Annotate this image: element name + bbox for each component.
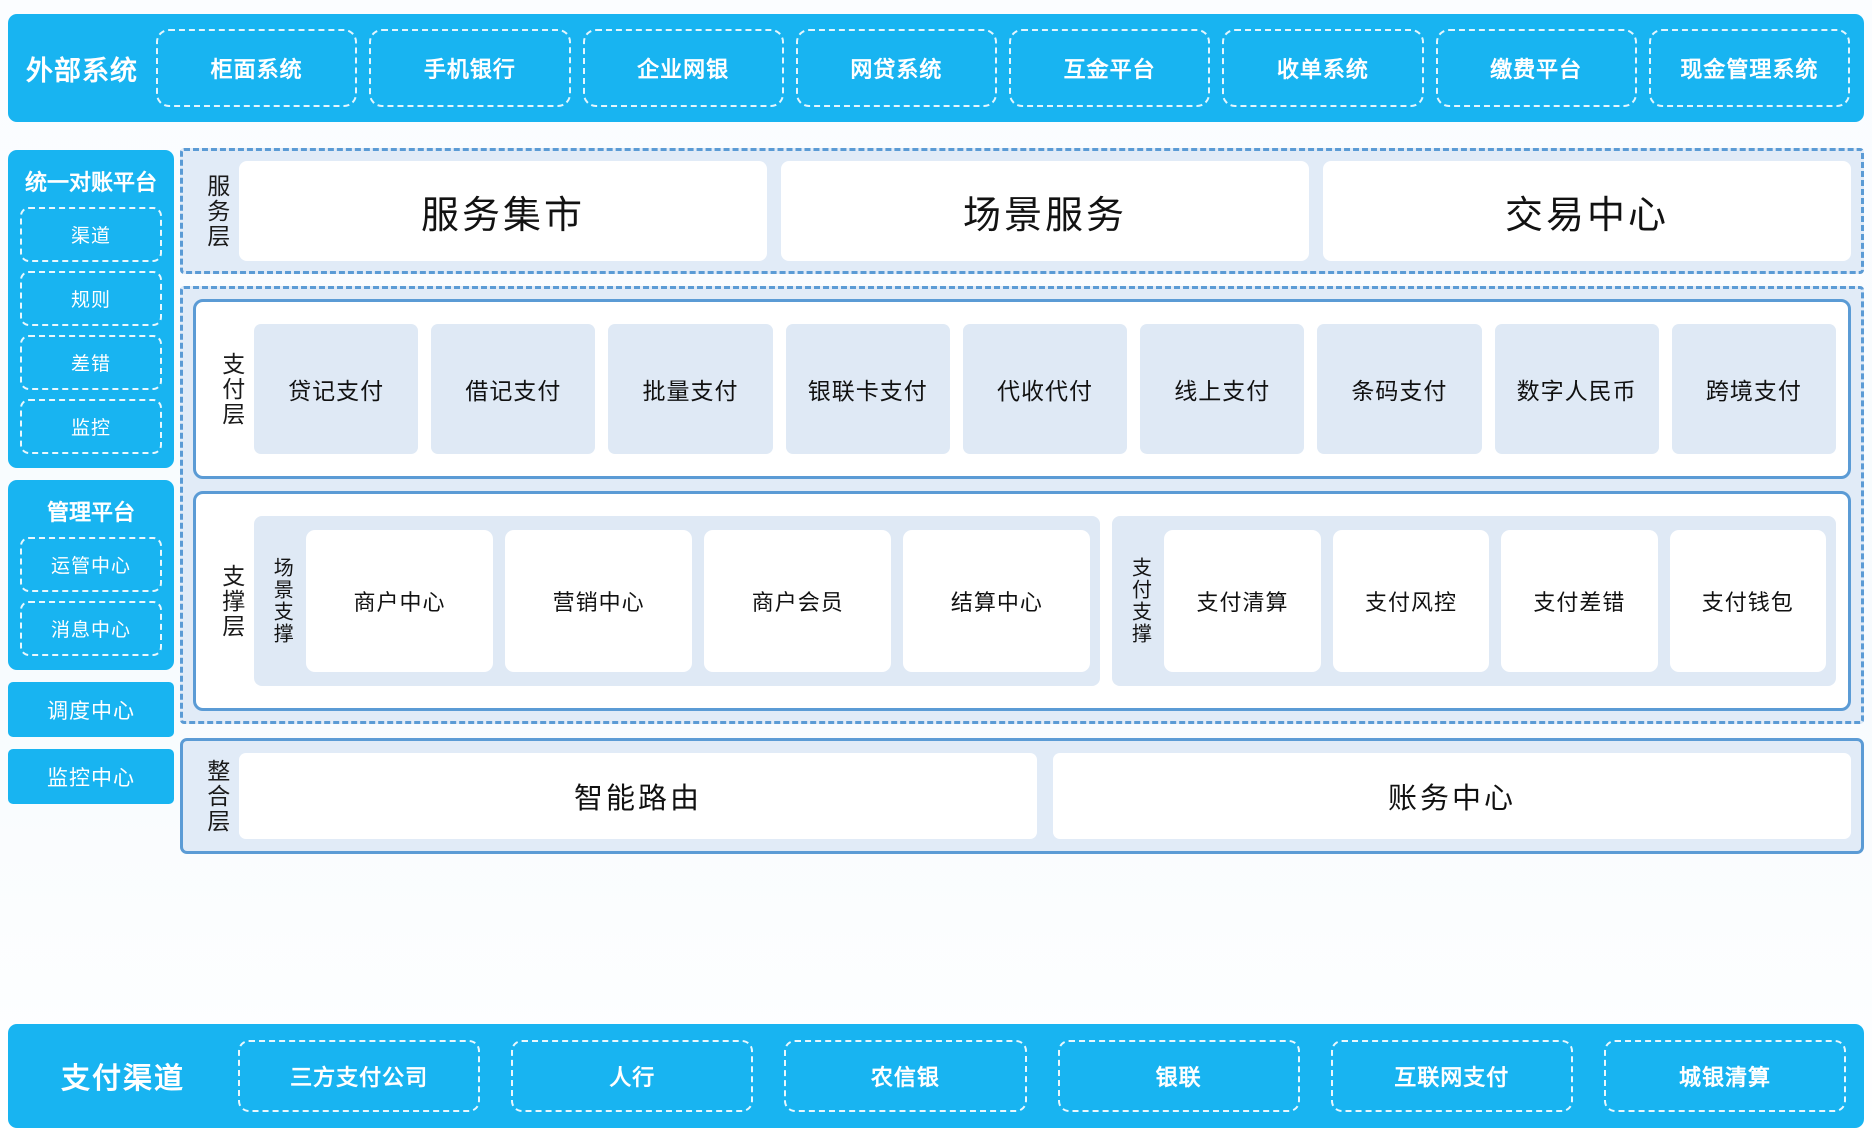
payment-support-cards: 支付清算 支付风控 支付差错 支付钱包: [1156, 524, 1826, 678]
payment-channels-list: 三方支付公司 人行 农信银 银联 互联网支付 城银清算: [238, 1040, 1847, 1112]
external-system-chip[interactable]: 企业网银: [582, 29, 784, 107]
support-card-marketing-center[interactable]: 营销中心: [505, 530, 693, 672]
payment-layer-cards: 贷记支付 借记支付 批量支付 银联卡支付 代收代付 线上支付 条码支付 数字人民…: [254, 312, 1836, 466]
scenario-support-group: 场景支撑 商户中心 营销中心 商户会员 结算中心: [254, 516, 1101, 686]
payment-card-online[interactable]: 线上支付: [1140, 324, 1305, 454]
support-card-settlement-center[interactable]: 结算中心: [903, 530, 1091, 672]
scenario-support-cards: 商户中心 营销中心 商户会员 结算中心: [298, 524, 1091, 678]
support-card-payment-error[interactable]: 支付差错: [1501, 530, 1658, 672]
payment-card-credit[interactable]: 贷记支付: [254, 324, 419, 454]
payment-card-barcode[interactable]: 条码支付: [1317, 324, 1482, 454]
external-system-chip[interactable]: 网贷系统: [795, 29, 997, 107]
support-card-merchant-member[interactable]: 商户会员: [704, 530, 892, 672]
sidebar-item-monitor[interactable]: 监控: [20, 399, 162, 454]
payment-support-group: 支付支撑 支付清算 支付风控 支付差错 支付钱包: [1112, 516, 1836, 686]
payment-channel-chip[interactable]: 人行: [511, 1040, 754, 1112]
payment-card-crossborder[interactable]: 跨境支付: [1671, 324, 1836, 454]
payment-support-label: 支付支撑: [1128, 557, 1151, 645]
payment-layer-panel: 支付层 贷记支付 借记支付 批量支付 银联卡支付 代收代付 线上支付 条码支付 …: [193, 299, 1851, 479]
payment-card-batch[interactable]: 批量支付: [608, 324, 773, 454]
external-system-chip[interactable]: 互金平台: [1009, 29, 1211, 107]
payment-card-debit[interactable]: 借记支付: [431, 324, 596, 454]
integration-card-accounting-center[interactable]: 账务中心: [1053, 753, 1851, 839]
support-card-payment-clearing[interactable]: 支付清算: [1164, 530, 1321, 672]
payment-channels-title: 支付渠道: [60, 1063, 185, 1095]
payment-card-digital-rmb[interactable]: 数字人民币: [1494, 324, 1659, 454]
integration-layer-label: 整合层: [203, 758, 230, 834]
support-card-merchant-center[interactable]: 商户中心: [306, 530, 494, 672]
external-system-chip[interactable]: 现金管理系统: [1648, 29, 1850, 107]
sidebar-item-error[interactable]: 差错: [20, 335, 162, 390]
external-systems-title: 外部系统: [26, 55, 138, 86]
integration-layer-cards: 智能路由 账务中心: [239, 751, 1851, 841]
management-platform-title: 管理平台: [46, 500, 135, 525]
sidebar-item-monitoring-center[interactable]: 监控中心: [8, 749, 174, 804]
core-layers-group: 支付层 贷记支付 借记支付 批量支付 银联卡支付 代收代付 线上支付 条码支付 …: [180, 286, 1864, 724]
payment-layer-label: 支付层: [218, 351, 245, 427]
payment-channel-chip[interactable]: 互联网支付: [1330, 1040, 1573, 1112]
reconciliation-platform-panel: 统一对账平台 渠道 规则 差错 监控: [8, 150, 174, 468]
sidebar-item-channel[interactable]: 渠道: [20, 207, 162, 262]
payment-card-unionpay[interactable]: 银联卡支付: [785, 324, 950, 454]
external-systems-bar: 外部系统 柜面系统 手机银行 企业网银 网贷系统 互金平台 收单系统 缴费平台 …: [8, 14, 1864, 122]
external-system-chip[interactable]: 柜面系统: [156, 29, 358, 107]
platform-layers: 服务层 服务集市 场景服务 交易中心 支付层 贷记支付 借记支付 批量支付 银联…: [180, 148, 1864, 854]
external-systems-list: 柜面系统 手机银行 企业网银 网贷系统 互金平台 收单系统 缴费平台 现金管理系…: [156, 29, 1850, 107]
integration-card-smart-routing[interactable]: 智能路由: [239, 753, 1037, 839]
support-card-payment-riskcontrol[interactable]: 支付风控: [1332, 530, 1490, 672]
support-layer-groups: 场景支撑 商户中心 营销中心 商户会员 结算中心 支付支撑: [254, 504, 1836, 698]
service-layer-group: 服务层 服务集市 场景服务 交易中心: [180, 148, 1864, 274]
support-layer-label: 支撑层: [218, 563, 245, 639]
sidebar-item-scheduling-center[interactable]: 调度中心: [8, 682, 174, 737]
external-system-chip[interactable]: 手机银行: [369, 29, 571, 107]
service-card-scenario[interactable]: 场景服务: [781, 161, 1309, 261]
sidebar-item-message-center[interactable]: 消息中心: [20, 601, 162, 656]
payment-channels-bar: 支付渠道 三方支付公司 人行 农信银 银联 互联网支付 城银清算: [8, 1024, 1864, 1128]
sidebar-item-rule[interactable]: 规则: [20, 271, 162, 326]
payment-channel-chip[interactable]: 三方支付公司: [238, 1040, 481, 1112]
external-system-chip[interactable]: 缴费平台: [1435, 29, 1637, 107]
payment-channel-chip[interactable]: 农信银: [784, 1040, 1027, 1112]
payment-card-collection[interactable]: 代收代付: [962, 324, 1128, 454]
service-card-transaction[interactable]: 交易中心: [1323, 161, 1851, 261]
payment-channel-chip[interactable]: 银联: [1057, 1040, 1300, 1112]
support-layer-panel: 支撑层 场景支撑 商户中心 营销中心 商户会员 结算中心: [193, 491, 1851, 711]
sidebar-item-operations-center[interactable]: 运管中心: [20, 537, 162, 592]
scenario-support-label: 场景支撑: [270, 557, 293, 645]
payment-channel-chip[interactable]: 城银清算: [1603, 1040, 1847, 1112]
service-card-market[interactable]: 服务集市: [239, 161, 767, 261]
reconciliation-platform-title: 统一对账平台: [24, 170, 157, 195]
external-system-chip[interactable]: 收单系统: [1222, 29, 1424, 107]
support-card-payment-wallet[interactable]: 支付钱包: [1669, 530, 1826, 672]
service-layer-cards: 服务集市 场景服务 交易中心: [239, 161, 1851, 261]
integration-layer-panel: 整合层 智能路由 账务中心: [180, 738, 1864, 854]
service-layer-label: 服务层: [203, 173, 230, 249]
left-sidebar: 统一对账平台 渠道 规则 差错 监控 管理平台 运管中心 消息中心 调度中心 监…: [8, 150, 174, 816]
management-platform-panel: 管理平台 运管中心 消息中心: [8, 480, 174, 670]
